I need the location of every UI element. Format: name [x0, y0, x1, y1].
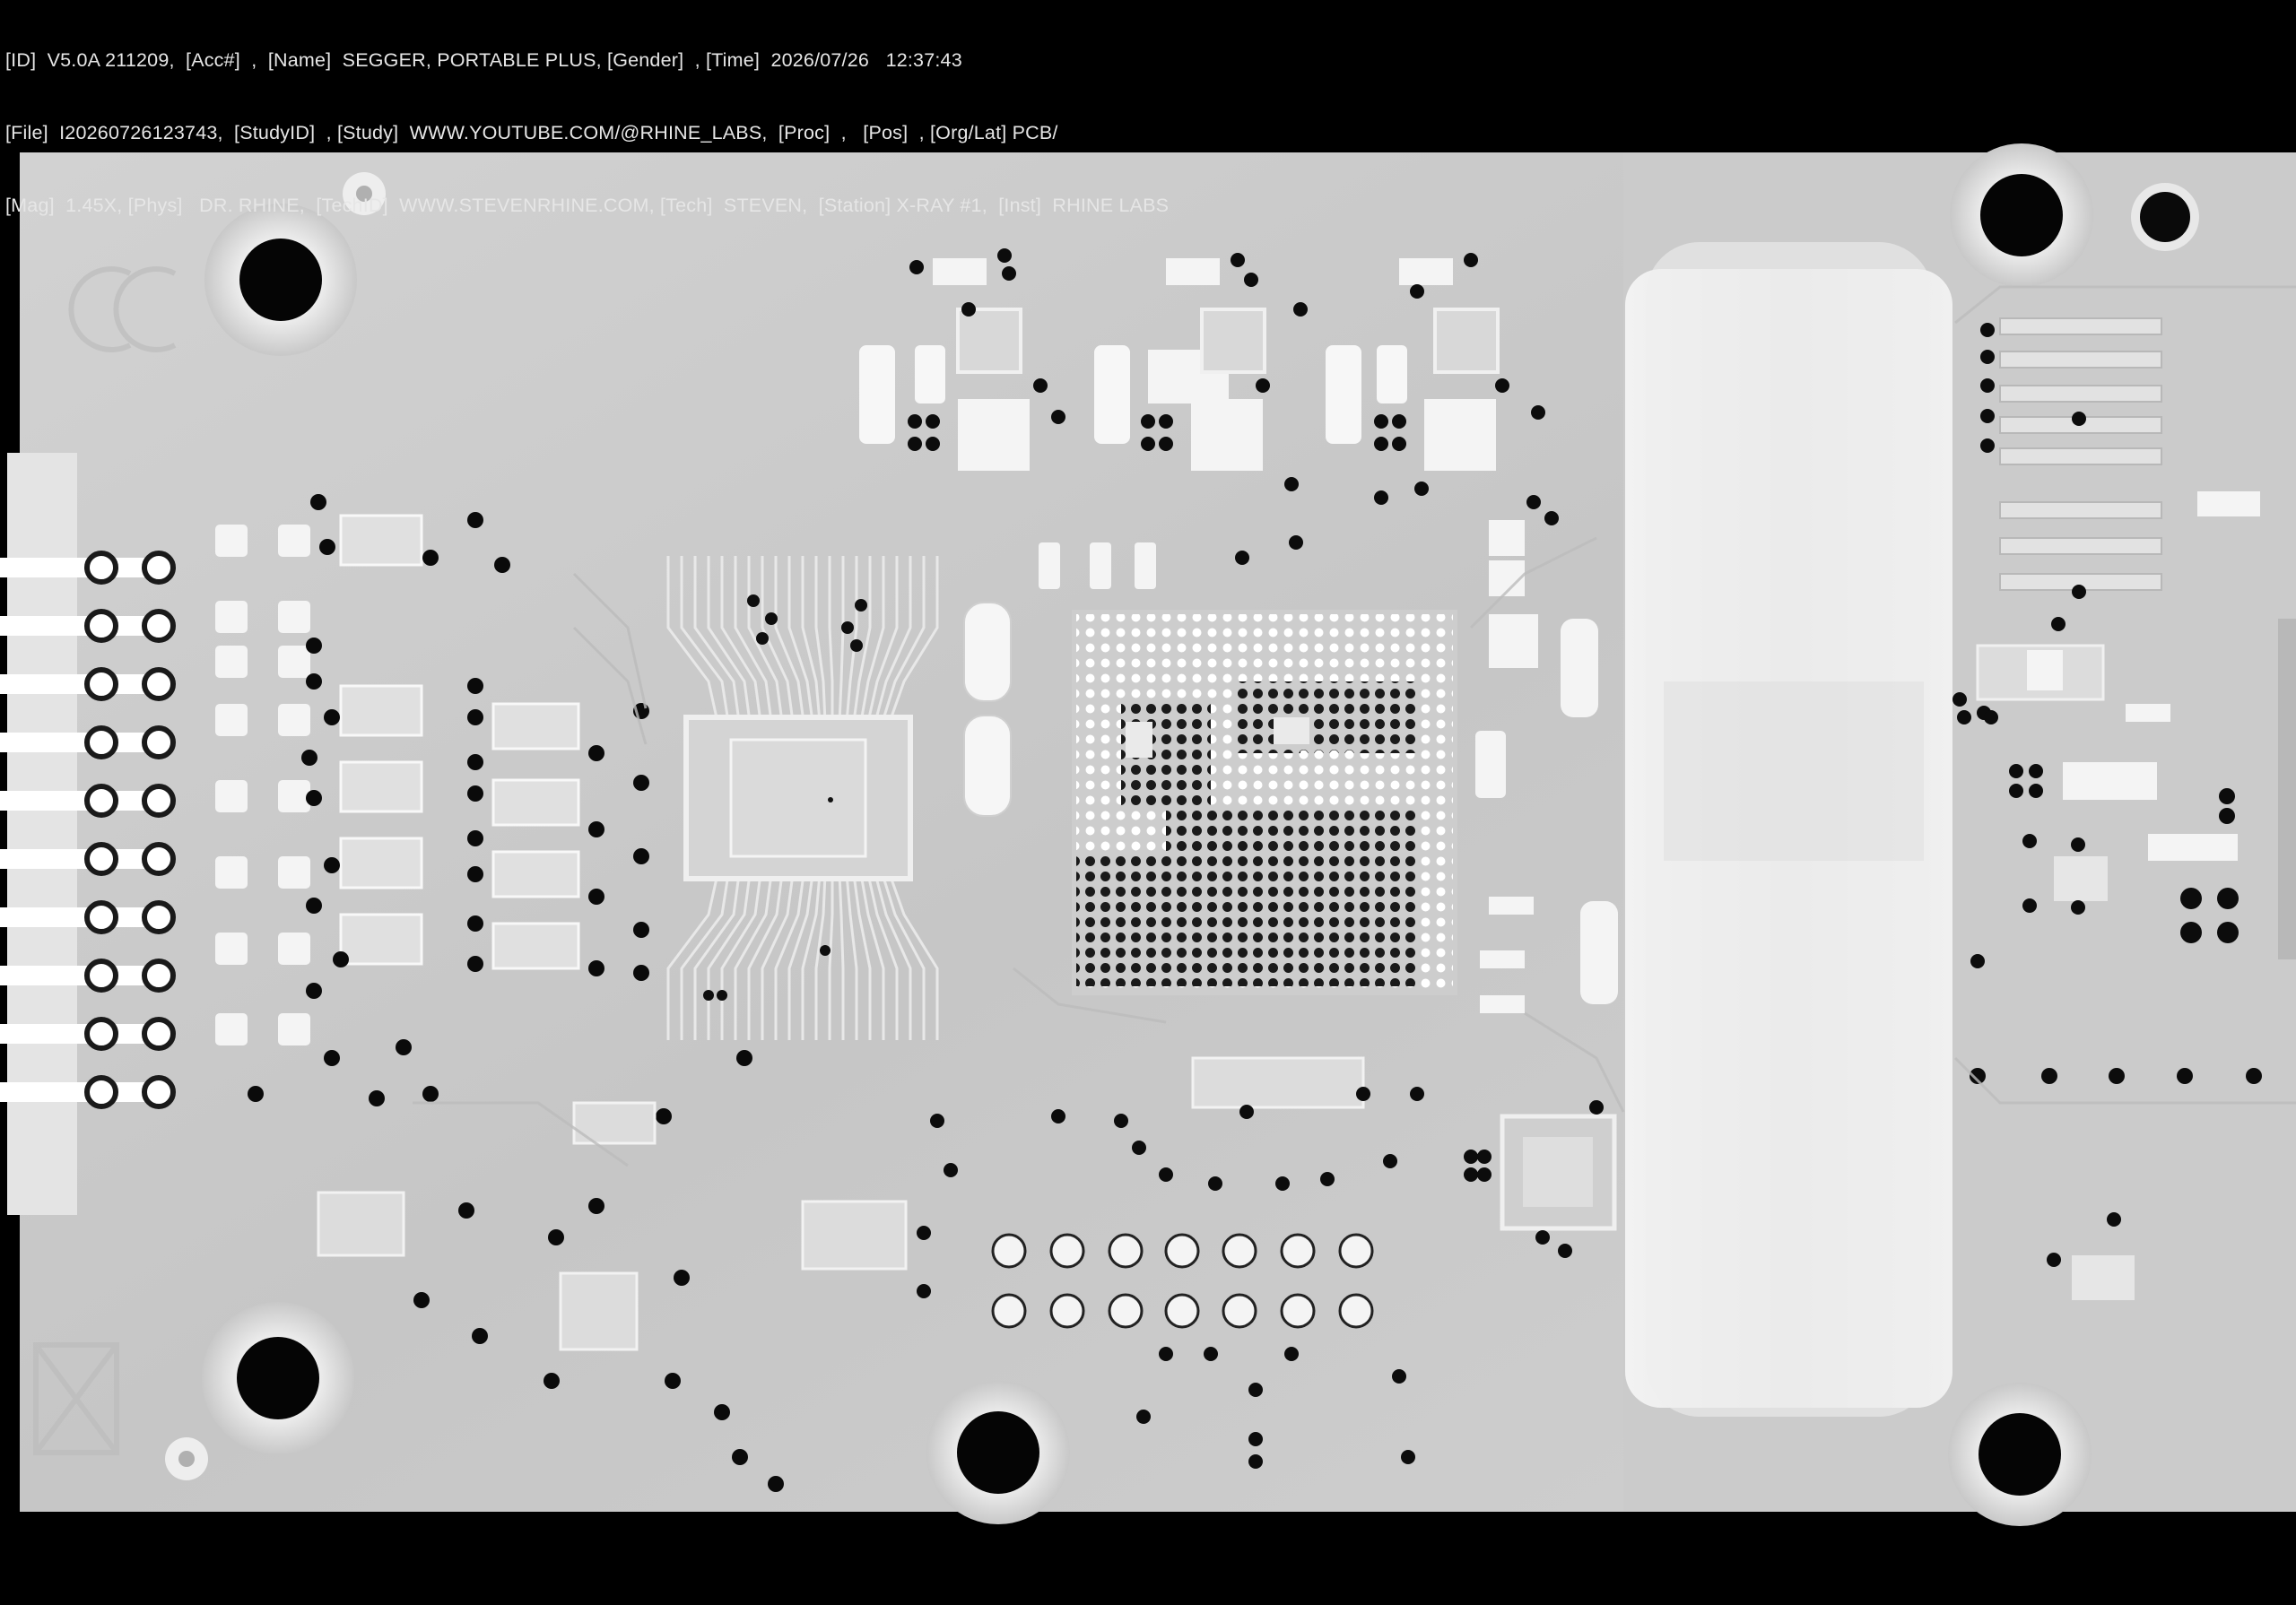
right-section	[1952, 317, 2296, 1300]
connector-pins	[0, 551, 176, 1109]
mounting-holes	[165, 143, 2199, 1526]
qfp-processor	[666, 556, 939, 1040]
capacitor-row	[991, 1233, 1374, 1329]
vias-lower	[917, 1087, 1424, 1469]
bga-chip	[1072, 610, 1457, 995]
copper-traces	[413, 285, 2296, 1167]
qfn-lower	[1464, 1100, 1617, 1258]
header-line-3: [Mag] 1.45X, [Phys] DR. RHINE, [TechID] …	[5, 195, 1170, 216]
battery-cell	[1625, 242, 1952, 1417]
power-regulators	[859, 248, 1559, 565]
header-line-1: [ID] V5.0A 211209, [Acc#] , [Name] SEGGE…	[5, 49, 962, 71]
lower-ics	[317, 1056, 1365, 1351]
input-resistor-network	[215, 525, 310, 1045]
crystals	[963, 602, 1012, 817]
passives-mid	[1039, 520, 1618, 1013]
board-markings	[33, 266, 177, 1455]
header-line-2: [File] I20260726123743, [StudyID] , [Stu…	[5, 122, 1058, 143]
xray-info-header: [ID] V5.0A 211209, [Acc#] , [Name] SEGGE…	[5, 0, 2283, 242]
level-shifter-ics	[339, 514, 580, 970]
